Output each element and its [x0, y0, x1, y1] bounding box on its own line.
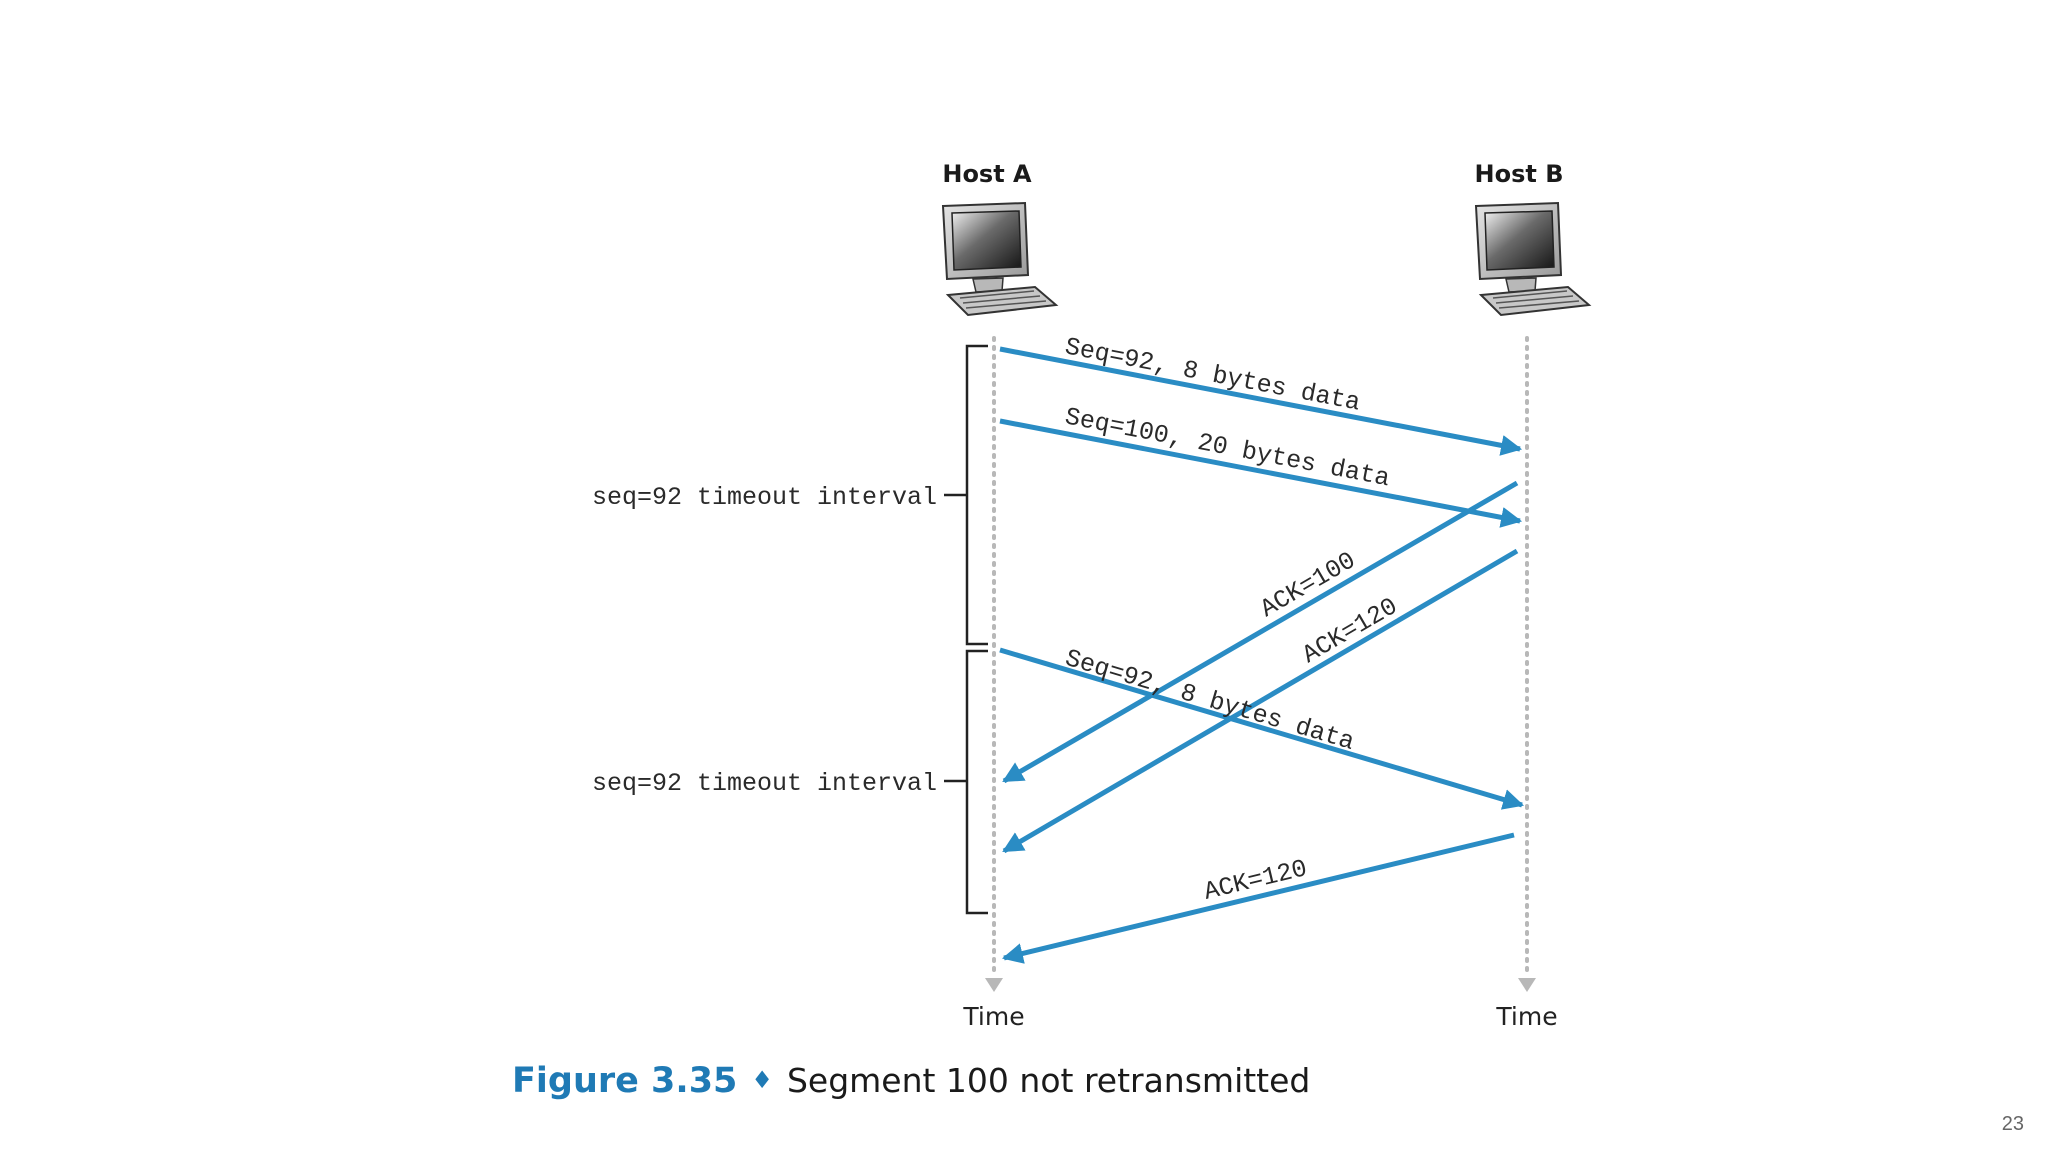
host-a-time-label: Time — [962, 1002, 1024, 1031]
timeout-interval-label-1: seq=92 timeout interval — [592, 483, 937, 512]
figure-caption: Figure 3.35 ♦ Segment 100 not retransmitte… — [512, 1061, 1310, 1101]
message-label-seq92: Seq=92, 8 bytes data — [1062, 332, 1362, 417]
message-arrow-seq92-retransmit — [999, 647, 1525, 810]
page-number: 23 — [2002, 1113, 2024, 1135]
caption-text: Segment 100 not retransmitted — [787, 1061, 1310, 1100]
message-arrow-seq100 — [999, 418, 1523, 528]
timeout-bracket-1 — [965, 344, 988, 646]
message-arrow-seq92 — [999, 346, 1523, 456]
message-arrow-ack100 — [1002, 480, 1519, 784]
host-a-label: Host A — [942, 160, 1032, 188]
timeout-bracket-2 — [965, 649, 988, 915]
message-arrow-ack120-final — [1001, 832, 1515, 964]
caption-separator: ♦ — [751, 1066, 773, 1094]
host-a-time-arrowhead — [985, 978, 1003, 992]
figure-number: Figure 3.35 — [512, 1061, 737, 1101]
host-b-time-arrowhead — [1518, 978, 1536, 992]
host-b-time-label: Time — [1495, 1002, 1557, 1031]
message-arrow-ack120 — [1002, 548, 1519, 854]
timeout-interval-label-2: seq=92 timeout interval — [592, 769, 937, 798]
host-b-computer-icon — [1474, 201, 1592, 317]
host-b-label: Host B — [1475, 160, 1564, 188]
host-a-computer-icon — [941, 201, 1059, 317]
